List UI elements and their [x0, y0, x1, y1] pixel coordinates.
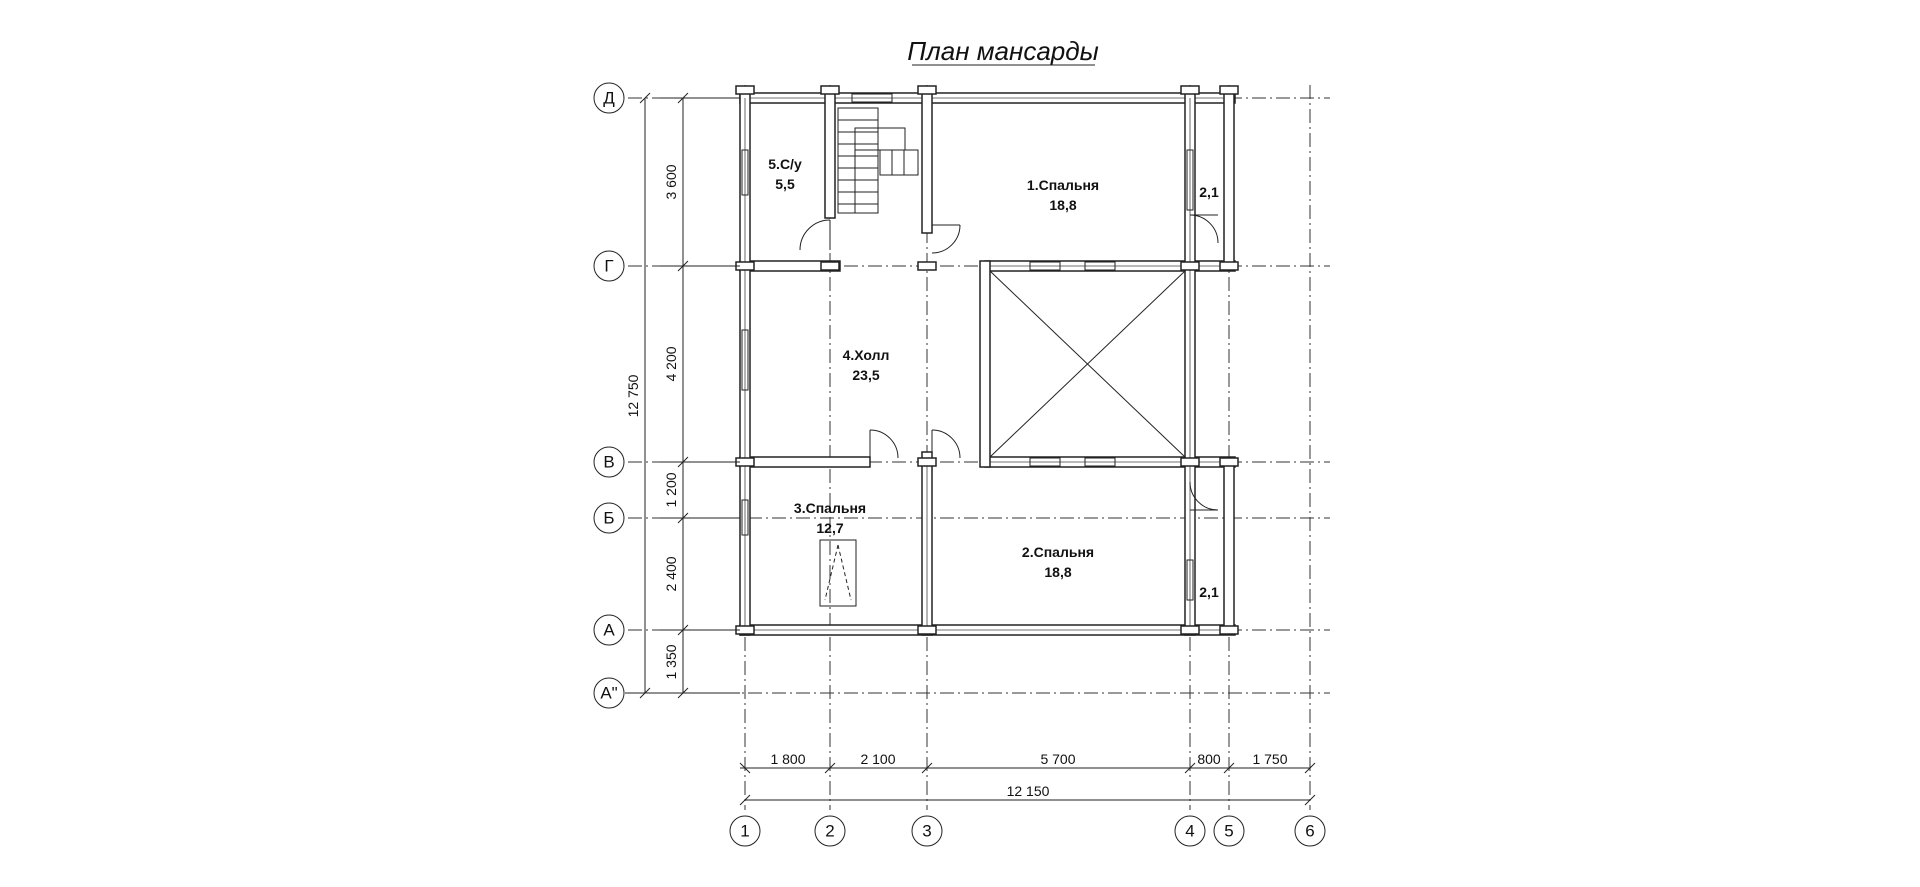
column-axis-markers: 1 2 3 4 5 6	[729, 815, 1326, 847]
floor-opening	[989, 270, 1186, 458]
axis-row-v: В	[603, 453, 614, 472]
balcony-bottom-area: 2,1	[1199, 584, 1219, 600]
roof-window	[819, 539, 857, 607]
dim-h-2: 2 100	[860, 751, 895, 767]
dim-h-total: 12 150	[1007, 783, 1050, 799]
staircase	[837, 107, 919, 214]
axis-row-d: Д	[603, 89, 615, 108]
axis-row-a: А	[603, 621, 615, 640]
axis-row-b: Б	[603, 509, 614, 528]
axis-col-6: 6	[1305, 822, 1314, 841]
room-5-area: 5,5	[775, 176, 795, 192]
axis-col-1: 1	[740, 822, 749, 841]
axis-row-a2: А"	[600, 684, 617, 703]
dim-v-3: 1 200	[663, 472, 679, 507]
dim-h-5: 1 750	[1252, 751, 1287, 767]
dim-v-4: 2 400	[663, 556, 679, 591]
axis-row-g: Г	[604, 257, 613, 276]
axis-col-3: 3	[922, 822, 931, 841]
vertical-dimensions: 3 600 4 200 1 200 2 400 1 350 12 750	[625, 92, 740, 699]
room-3-area: 12,7	[816, 520, 843, 536]
walls	[739, 92, 1236, 636]
axis-col-4: 4	[1185, 822, 1194, 841]
dim-h-3: 5 700	[1040, 751, 1075, 767]
dim-v-1: 3 600	[663, 164, 679, 199]
plan-title: План мансарды	[907, 36, 1099, 66]
dim-v-total: 12 750	[625, 374, 641, 417]
dim-h-1: 1 800	[770, 751, 805, 767]
room-5-name: 5.С/у	[768, 156, 802, 172]
doors	[799, 214, 1219, 511]
balcony-top-area: 2,1	[1199, 184, 1219, 200]
room-4-area: 23,5	[852, 367, 879, 383]
log-crossings	[735, 85, 1239, 635]
dim-h-4: 800	[1197, 751, 1221, 767]
room-1-name: 1.Спальня	[1027, 177, 1099, 193]
axis-col-5: 5	[1224, 822, 1233, 841]
room-1-area: 18,8	[1049, 197, 1076, 213]
windows	[741, 93, 1194, 601]
row-axis-markers: Д Г В Б А А"	[593, 82, 625, 709]
room-2-name: 2.Спальня	[1022, 544, 1094, 560]
dim-v-2: 4 200	[663, 346, 679, 381]
room-2-area: 18,8	[1044, 564, 1071, 580]
room-labels: 5.С/у 5,5 1.Спальня 18,8 2,1 4.Холл 23,5…	[768, 156, 1219, 600]
room-3-name: 3.Спальня	[794, 500, 866, 516]
dim-v-5: 1 350	[663, 644, 679, 679]
horizontal-dimensions: 1 800 2 100 5 700 800 1 750 12 150	[739, 751, 1316, 806]
room-4-name: 4.Холл	[843, 347, 890, 363]
axis-col-2: 2	[825, 822, 834, 841]
